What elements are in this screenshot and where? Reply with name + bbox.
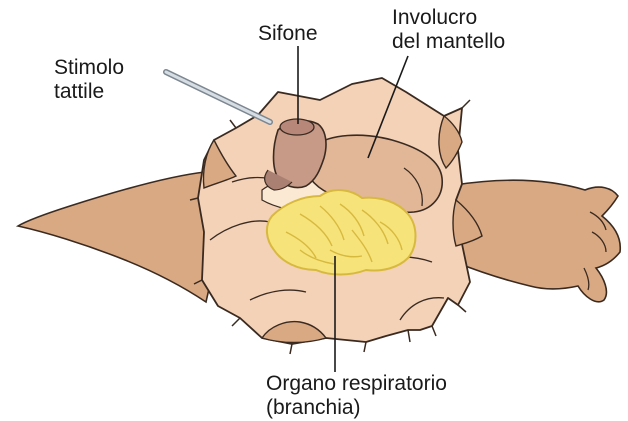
- left-tail-lobe: [18, 172, 220, 302]
- stimolo-tattile-label: Stimolo tattile: [54, 56, 124, 104]
- sifone-label-text: Sifone: [258, 22, 318, 46]
- involucro-label-line2: del mantello: [392, 30, 505, 54]
- stimolo-label-line1: Stimolo: [54, 56, 124, 80]
- involucro-label-line1: Involucro: [392, 6, 505, 30]
- probe-highlight: [166, 72, 270, 122]
- right-head-lobe: [455, 180, 620, 302]
- organo-label-line2: (branchia): [266, 396, 447, 420]
- organo-label: Organo respiratorio (branchia): [266, 372, 447, 420]
- siphon-opening: [280, 119, 314, 135]
- sifone-label: Sifone: [258, 22, 318, 46]
- stimolo-label-line2: tattile: [54, 80, 124, 104]
- organo-label-line1: Organo respiratorio: [266, 372, 447, 396]
- involucro-label: Involucro del mantello: [392, 6, 505, 54]
